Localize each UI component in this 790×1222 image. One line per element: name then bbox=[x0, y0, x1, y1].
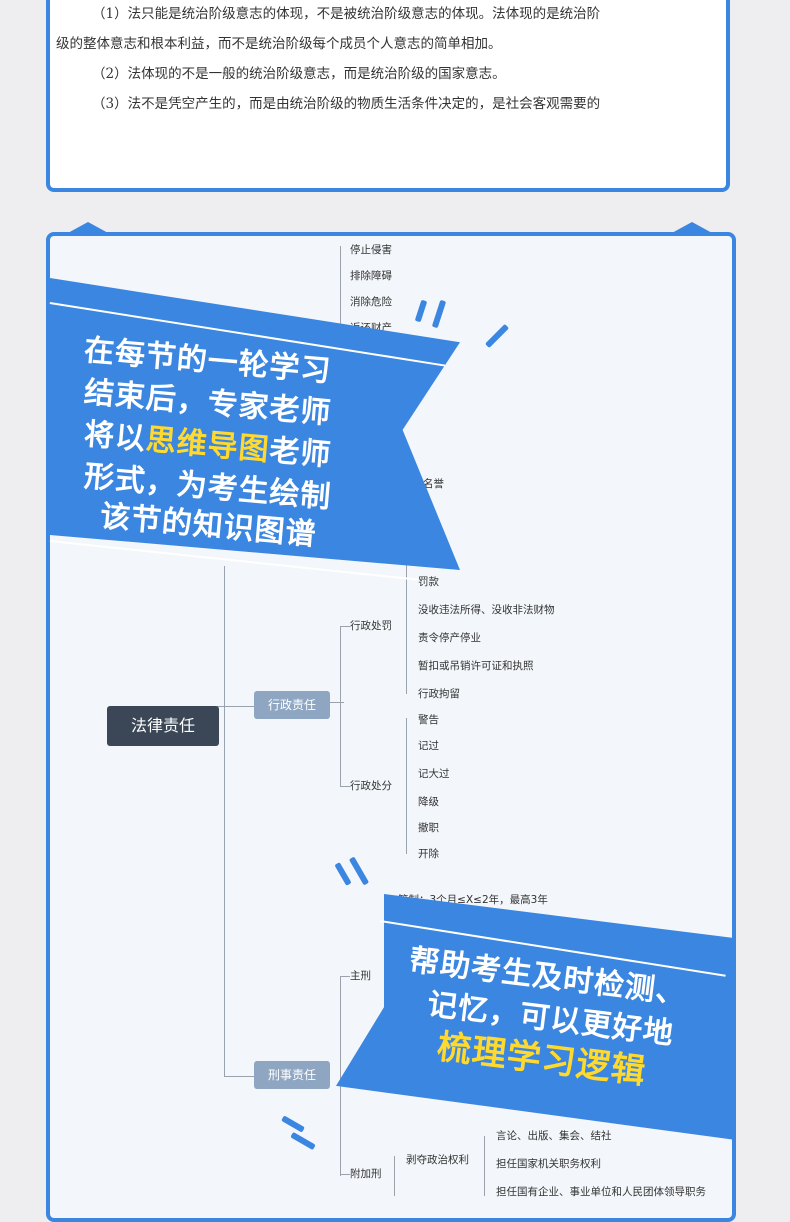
connector bbox=[484, 1136, 485, 1196]
paragraph-line: 级的整体意志和根本利益，而不是统治阶级每个成员个人意志的简单相加。 bbox=[56, 36, 502, 52]
connector bbox=[224, 706, 254, 707]
branch-admin: 行政责任 bbox=[254, 691, 330, 719]
mindmap-leaf: 排除障碍 bbox=[350, 270, 392, 282]
top-text-card bbox=[46, 0, 730, 192]
connector bbox=[394, 1156, 395, 1196]
mindmap-leaf: 撤职 bbox=[418, 822, 439, 834]
branch-admin-penalty: 行政处罚 bbox=[350, 620, 392, 632]
branch-principal: 主刑 bbox=[350, 970, 371, 982]
mindmap-leaf: 开除 bbox=[418, 848, 439, 860]
mindmap-root: 法律责任 bbox=[107, 706, 219, 746]
branch-admin-sanction: 行政处分 bbox=[350, 780, 392, 792]
connector bbox=[340, 976, 341, 1176]
mindmap-leaf: 停止侵害 bbox=[350, 244, 392, 256]
mindmap-leaf: 记大过 bbox=[418, 768, 450, 780]
connector bbox=[224, 1076, 254, 1077]
mindmap-leaf: 警告 bbox=[418, 714, 439, 726]
branch-criminal: 刑事责任 bbox=[254, 1061, 330, 1089]
paragraph-line: （1）法只能是统治阶级意志的体现，不是被统治阶级意志的体现。法体现的是统治阶 bbox=[92, 6, 601, 22]
paragraph-line: （2）法体现的不是一般的统治阶级意志，而是统治阶级的国家意志。 bbox=[92, 66, 506, 82]
mindmap-leaf: 担任国家机关职务权利 bbox=[496, 1158, 601, 1170]
mindmap-leaf: 暂扣或吊销许可证和执照 bbox=[418, 660, 534, 672]
mindmap-leaf: 言论、出版、集会、结社 bbox=[496, 1130, 612, 1142]
mindmap-leaf: 没收违法所得、没收非法财物 bbox=[418, 604, 555, 616]
mindmap-leaf: 消除危险 bbox=[350, 296, 392, 308]
connector bbox=[406, 718, 407, 854]
mindmap-leaf: 担任国有企业、事业单位和人民团体领导职务 bbox=[496, 1186, 706, 1198]
mindmap-leaf: 责令停产停业 bbox=[418, 632, 481, 644]
connector bbox=[406, 554, 407, 694]
mindmap-leaf: 记过 bbox=[418, 740, 439, 752]
mindmap-leaf: 罚款 bbox=[418, 576, 439, 588]
mindmap-leaf: 降级 bbox=[418, 796, 439, 808]
branch-accessory: 附加刑 bbox=[350, 1168, 382, 1180]
connector bbox=[330, 702, 344, 703]
connector bbox=[340, 976, 350, 977]
connector bbox=[340, 1174, 350, 1175]
paragraph-line: （3）法不是凭空产生的，而是由统治阶级的物质生活条件决定的，是社会客观需要的 bbox=[92, 96, 601, 112]
connector bbox=[340, 626, 341, 786]
branch-deprive: 剥夺政治权利 bbox=[406, 1154, 469, 1166]
connector bbox=[340, 246, 341, 336]
mindmap-leaf: 行政拘留 bbox=[418, 688, 460, 700]
connector bbox=[340, 626, 350, 627]
highlight-mindmap: 思维导图 bbox=[144, 422, 272, 469]
connector bbox=[224, 566, 225, 1076]
connector bbox=[340, 786, 350, 787]
